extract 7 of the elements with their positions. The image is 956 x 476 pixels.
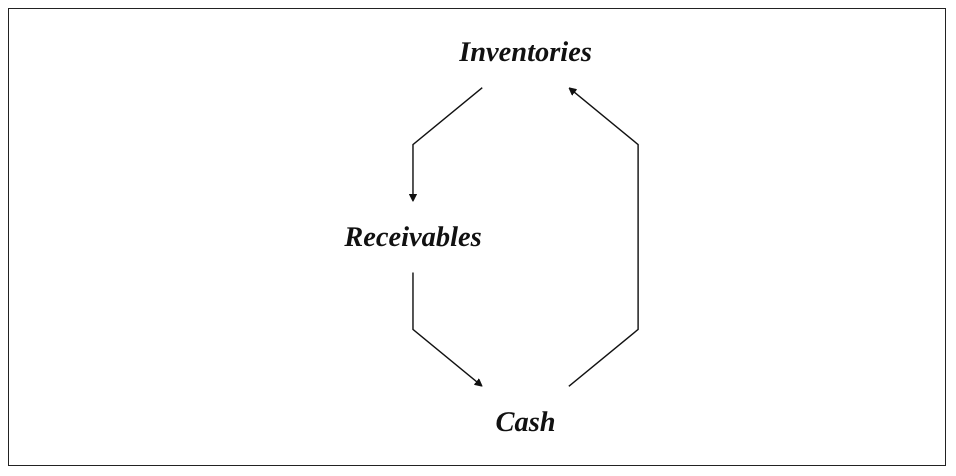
node-text: Receivables xyxy=(344,221,482,253)
node-text: Cash xyxy=(496,406,556,438)
arrow xyxy=(568,87,639,387)
arrow xyxy=(408,87,483,202)
arrow xyxy=(412,272,483,387)
node-text: Inventories xyxy=(459,36,592,68)
frame-border: Inventories Cash Receivables xyxy=(8,8,946,466)
